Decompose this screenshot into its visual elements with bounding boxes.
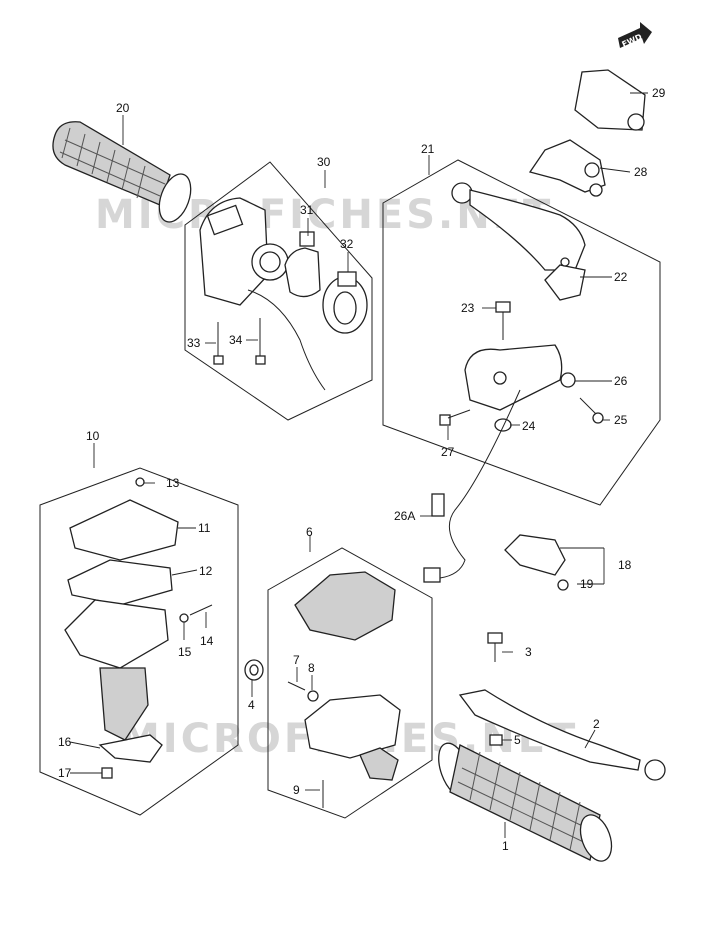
collar-part — [322, 271, 368, 334]
callout-26: 26 — [614, 374, 628, 388]
callout-27: 27 — [441, 445, 455, 459]
callout-17: 17 — [58, 766, 72, 780]
callout-8: 8 — [308, 661, 315, 675]
fwd-label: FWD — [621, 32, 644, 49]
group-box-21 — [382, 159, 661, 506]
callout-30: 30 — [317, 155, 331, 169]
lever-holder-part — [464, 344, 563, 411]
screw-19-part — [557, 579, 569, 591]
callout-32: 32 — [340, 237, 354, 251]
lever-2-part — [458, 689, 666, 781]
pivot-22-part — [544, 257, 586, 301]
callout-1: 1 — [502, 839, 509, 853]
callout-15: 15 — [178, 645, 192, 659]
group-box-30 — [184, 161, 373, 421]
callout-31: 31 — [300, 203, 314, 217]
screw-25-part — [579, 397, 604, 424]
bracket-16-part — [98, 734, 163, 763]
callout-34: 34 — [229, 333, 243, 347]
callout-16: 16 — [58, 735, 72, 749]
switch-box-6-part — [294, 571, 401, 781]
nut-8-part — [307, 690, 319, 702]
washer-15-part — [179, 613, 189, 623]
screw-33-part — [213, 322, 224, 365]
right-grip-part — [438, 742, 613, 862]
callout-12: 12 — [199, 564, 213, 578]
callout-25: 25 — [614, 413, 628, 427]
callout-3: 3 — [525, 645, 532, 659]
leader-lines — [69, 92, 648, 838]
ring-4-part — [244, 659, 264, 681]
callout-5: 5 — [514, 733, 521, 747]
bolt-27-part — [439, 409, 471, 426]
fwd-arrow-icon: FWD — [618, 22, 652, 49]
switch-18-part — [504, 534, 566, 576]
bolt-23-part — [495, 301, 511, 340]
screw-14-part — [189, 604, 213, 616]
switch-housing-part — [199, 197, 326, 391]
callout-33: 33 — [187, 336, 201, 350]
left-grip-part — [52, 121, 192, 223]
callout-9: 9 — [293, 783, 300, 797]
switch-box-10-part — [64, 477, 179, 741]
callout-14: 14 — [200, 634, 214, 648]
nut-24-part — [494, 418, 512, 432]
callout-4: 4 — [248, 698, 255, 712]
switch-knob-part — [284, 231, 321, 298]
screw-7-part — [287, 681, 306, 691]
callout-26a: 26A — [394, 509, 415, 523]
nut-17-part — [101, 767, 113, 779]
bracket-28-part — [528, 139, 606, 197]
callout-19: 19 — [580, 577, 594, 591]
callout-28: 28 — [634, 165, 648, 179]
screw-34-part — [255, 318, 266, 365]
callout-13: 13 — [166, 476, 180, 490]
callout-21: 21 — [421, 142, 435, 156]
callout-20: 20 — [116, 101, 130, 115]
group-box-6 — [267, 547, 433, 819]
callout-6: 6 — [306, 525, 313, 539]
wire-26a-part — [423, 389, 521, 583]
callout-18: 18 — [618, 558, 632, 572]
callout-11: 11 — [198, 521, 211, 535]
callout-22: 22 — [614, 270, 628, 284]
lever-21-part — [451, 182, 586, 271]
group-box-10 — [39, 467, 239, 816]
callout-24: 24 — [522, 419, 536, 433]
switch-26-part — [560, 372, 576, 388]
callout-10: 10 — [86, 429, 100, 443]
bolt-3-part — [487, 632, 503, 662]
callout-29: 29 — [652, 86, 666, 100]
callout-23: 23 — [461, 301, 475, 315]
callout-2: 2 — [593, 717, 600, 731]
nut-5-part — [489, 734, 503, 746]
callout-7: 7 — [293, 653, 300, 667]
cover-29-part — [574, 69, 646, 131]
